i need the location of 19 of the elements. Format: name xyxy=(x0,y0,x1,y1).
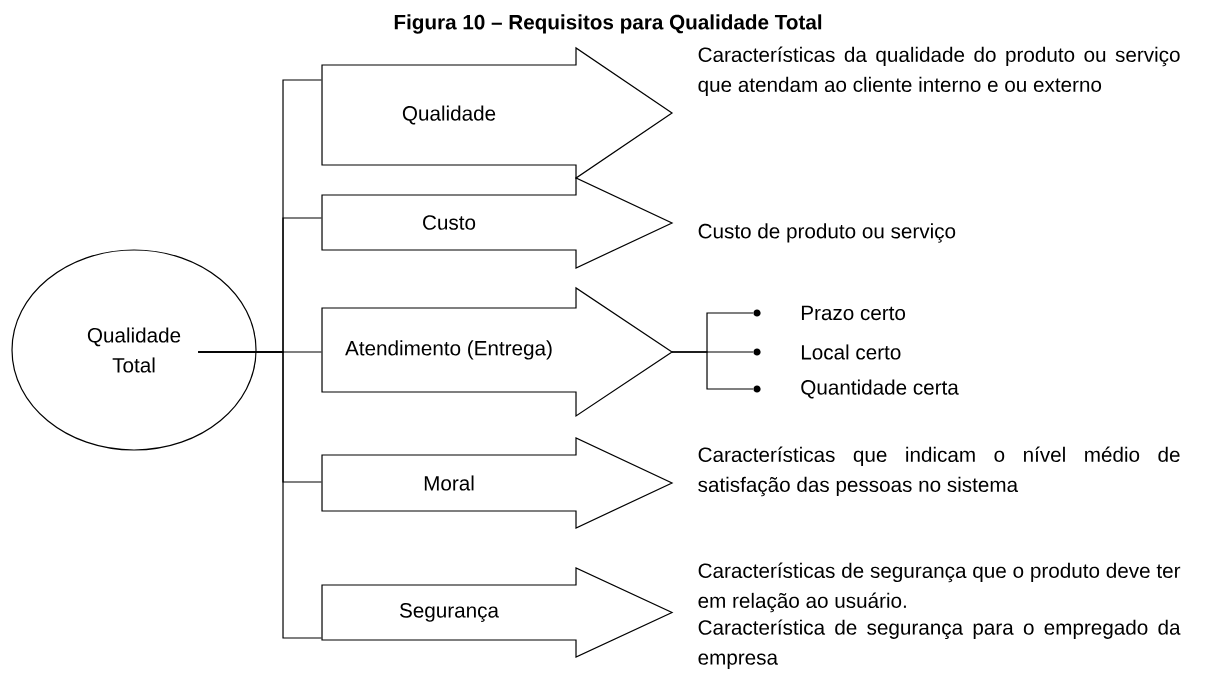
bullet-item: Local certo xyxy=(753,344,901,360)
node-label: Quantidade certa xyxy=(801,379,959,399)
connector xyxy=(671,351,754,390)
bullet-item: Prazo certo xyxy=(753,305,906,321)
description-text: Características da qualidade do produto ou serviço que atendam ao cliente interno e ou externo xyxy=(698,46,1180,97)
bullet-item: Quantidade certa xyxy=(753,379,959,399)
node-label: Local certo xyxy=(801,344,901,360)
title: Figura 10 – Requisitos para Qualidade Total xyxy=(394,14,822,34)
pointed-box: Qualidade xyxy=(321,46,674,180)
description-text: Características que indicam o nível médio de satisfação das pessoas no sistema xyxy=(698,446,1180,497)
pointed-box: Custo xyxy=(321,177,674,269)
description-text: Custo de produto ou serviço xyxy=(698,223,956,243)
pointed-box: Segurança xyxy=(321,567,674,658)
description-text: Características de segurança que o produto deve ter em relação ao usuário. xyxy=(698,562,1181,613)
node-label: Prazo certo xyxy=(801,305,906,321)
connector xyxy=(197,351,322,639)
pointed-box: Moral xyxy=(321,437,674,529)
description-text: Característica de segurança para o empregado da empresa xyxy=(698,619,1181,669)
pointed-box: Atendimento (Entrega) xyxy=(321,286,674,418)
